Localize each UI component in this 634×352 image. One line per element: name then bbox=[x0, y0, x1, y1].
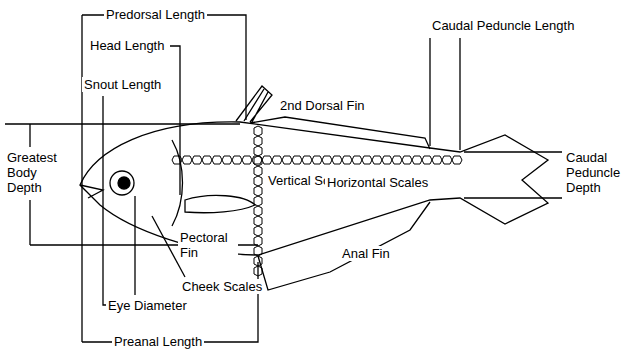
part-label: Snout Length bbox=[82, 77, 163, 92]
part-label: Predorsal Length bbox=[104, 7, 207, 22]
part-label: Greatest Body Depth bbox=[5, 150, 67, 195]
eye bbox=[110, 171, 134, 195]
scale-cell bbox=[452, 156, 462, 164]
scale-cell bbox=[382, 156, 392, 164]
scale-cell bbox=[212, 156, 222, 164]
peduncle-depth-lines bbox=[464, 152, 562, 198]
fish-outline bbox=[80, 86, 548, 290]
scale-cell bbox=[254, 226, 262, 236]
scale-cell bbox=[254, 146, 262, 156]
part-label: Caudal Peduncle Length bbox=[430, 18, 576, 33]
scale-cell bbox=[254, 166, 262, 176]
scale-cell bbox=[232, 156, 242, 164]
scale-cell bbox=[322, 156, 332, 164]
mouth bbox=[80, 185, 103, 198]
scale-cell bbox=[372, 156, 382, 164]
scale-cell bbox=[192, 156, 202, 164]
scale-cell bbox=[254, 186, 262, 196]
fish-body bbox=[80, 122, 548, 255]
scale-cell bbox=[342, 156, 352, 164]
scale-cell bbox=[282, 156, 292, 164]
part-label: Preanal Length bbox=[112, 334, 204, 349]
scale-cell bbox=[182, 156, 192, 164]
part-label: 2nd Dorsal Fin bbox=[278, 98, 367, 113]
scale-cell bbox=[302, 156, 312, 164]
scale-rows bbox=[172, 126, 462, 276]
scale-cell bbox=[254, 216, 262, 226]
part-label: Eye Diameter bbox=[106, 298, 189, 313]
body-depth-bracket bbox=[5, 124, 258, 245]
scale-cell bbox=[254, 246, 262, 256]
scale-cell bbox=[254, 206, 262, 216]
scale-cell bbox=[332, 156, 342, 164]
measure-lines bbox=[5, 15, 562, 342]
scale-cell bbox=[254, 176, 262, 186]
snout-length-line bbox=[103, 96, 106, 305]
part-label: Caudal Peduncle Depth bbox=[564, 150, 630, 195]
scale-cell bbox=[422, 156, 432, 164]
pectoral-fin bbox=[185, 195, 255, 212]
scale-cell bbox=[362, 156, 372, 164]
first-dorsal-fin bbox=[236, 86, 272, 122]
scale-cell bbox=[222, 156, 232, 164]
part-label: Cheek Scales bbox=[180, 279, 264, 294]
scale-cell bbox=[442, 156, 452, 164]
eye-diameter-line bbox=[134, 196, 135, 295]
scale-cell bbox=[202, 156, 212, 164]
head-length-line bbox=[170, 46, 180, 195]
scale-cell bbox=[254, 196, 262, 206]
part-label: Horizontal Scales bbox=[325, 175, 430, 190]
scale-cell bbox=[292, 156, 302, 164]
scale-cell bbox=[392, 156, 402, 164]
scale-cell bbox=[272, 156, 282, 164]
second-dorsal-fin bbox=[250, 117, 430, 149]
peduncle-length-lines bbox=[430, 38, 460, 150]
preanal-bracket bbox=[82, 262, 258, 342]
part-label: Pectoral Fin bbox=[178, 230, 238, 260]
scale-cell bbox=[412, 156, 422, 164]
scale-cell bbox=[432, 156, 442, 164]
scale-cell bbox=[254, 136, 262, 146]
scale-cell bbox=[312, 156, 322, 164]
scale-cell bbox=[402, 156, 412, 164]
scale-cell bbox=[254, 126, 262, 136]
scale-cell bbox=[254, 156, 262, 166]
scale-cell bbox=[262, 156, 272, 164]
scale-cell bbox=[352, 156, 362, 164]
part-label: Head Length bbox=[88, 38, 166, 53]
part-label: Anal Fin bbox=[340, 246, 392, 261]
scale-cell bbox=[242, 156, 252, 164]
pupil bbox=[118, 177, 130, 189]
operculum bbox=[172, 140, 183, 226]
anal-fin bbox=[258, 202, 430, 290]
